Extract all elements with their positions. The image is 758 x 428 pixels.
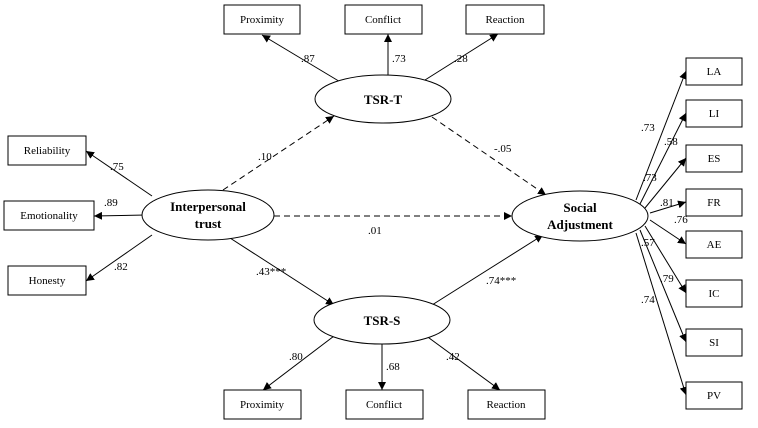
indicator-emotionality: Emotionality [3,200,95,231]
indicator-tsr-s-reaction: Reaction [467,389,546,420]
indicator-label: Emotionality [20,210,78,222]
arrow-social-ae [649,219,687,245]
indicator-label: Conflict [365,14,401,26]
arrow-trust-reliability [85,150,153,197]
indicator-pv: PV [685,381,743,410]
latent-interpersonal-trust: Interpersonal trust [141,189,275,241]
loading-honesty: .82 [114,261,128,273]
indicator-label: Honesty [29,275,66,287]
indicator-li: LI [685,99,743,128]
indicator-honesty: Honesty [7,265,87,296]
loading-li: .58 [664,136,678,148]
loading-ae: .76 [674,214,688,226]
indicator-es: ES [685,144,743,173]
indicator-la: LA [685,57,743,86]
indicator-label: FR [707,197,721,209]
indicator-tsr-t-conflict: Conflict [344,4,423,35]
indicator-tsr-t-reaction: Reaction [465,4,545,35]
indicator-ic: IC [685,279,743,308]
arrow-social-li [639,112,687,205]
indicator-label: IC [709,288,720,300]
path-trust-tsr-t [222,115,335,191]
path-tsr-t-social [431,116,547,196]
indicator-tsr-s-proximity: Proximity [223,389,302,420]
latent-trust-label-2: trust [195,216,222,231]
arrow-trust-honesty [85,234,153,282]
loading-tsr-s-proximity: .80 [289,351,303,363]
indicator-tsr-t-proximity: Proximity [223,4,301,35]
indicator-label: PV [707,390,721,402]
indicator-label: Reliability [24,145,71,157]
arrow-social-pv [635,232,688,396]
coef-trust-tsr-s: .43*** [256,266,286,278]
loading-reliability: .75 [110,161,124,173]
latent-social-adjustment: Social Adjustment [511,190,649,242]
latent-social-label-1: Social [563,200,597,215]
loading-tsr-t-conflict: .73 [392,53,406,65]
indicator-label: AE [707,239,722,251]
loading-tsr-s-conflict: .68 [386,361,400,373]
arrow-tsr-s-reaction [424,334,501,391]
coef-trust-social: .01 [368,225,382,237]
coef-tsr-t-social: -.05 [494,143,512,155]
loading-es: .73 [643,172,657,184]
arrow-social-fr [649,200,687,214]
indicator-label: LI [709,108,720,120]
arrow-social-si [639,229,687,343]
arrow-social-ic [644,225,687,294]
arrow-social-es [644,157,687,209]
latent-tsr-t-label: TSR-T [364,92,403,107]
path-trust-tsr-s [229,237,335,306]
indicator-label: SI [709,337,719,349]
arrow-tsr-t-proximity [261,34,343,84]
arrow-tsr-s-proximity [262,332,339,391]
latent-tsr-s: TSR-S [313,295,451,345]
indicator-label: Reaction [486,399,526,411]
indicator-label: Conflict [366,399,402,411]
latent-trust-label-1: Interpersonal [170,199,246,214]
coef-trust-tsr-t: .10 [258,151,272,163]
indicator-ae: AE [685,230,743,259]
latent-social-label-2: Adjustment [547,217,613,232]
arrow-trust-emotionality [93,211,147,220]
indicator-label: Proximity [240,399,285,411]
arrow-social-la [635,70,687,201]
loading-tsr-t-reaction: .28 [454,53,468,65]
latent-tsr-s-label: TSR-S [364,313,401,328]
indicator-label: Proximity [240,14,285,26]
loading-si: .79 [660,273,674,285]
arrow-tsr-t-reaction [424,33,499,81]
indicator-label: ES [708,153,721,165]
loading-ic: .57 [641,237,655,249]
loading-tsr-t-proximity: .87 [301,53,315,65]
indicator-label: LA [707,66,722,78]
loading-fr: .81 [660,197,674,209]
loading-tsr-s-reaction: .42 [446,351,460,363]
loading-pv: .74 [641,294,655,306]
coef-tsr-s-social: .74*** [486,275,516,287]
path-tsr-s-social [431,234,544,306]
indicator-label: Reaction [485,14,525,26]
latent-tsr-t: TSR-T [314,74,452,124]
loading-la: .73 [641,122,655,134]
indicator-tsr-s-conflict: Conflict [345,389,424,420]
loading-emotionality: .89 [104,197,118,209]
indicator-fr: FR [685,188,743,217]
indicator-si: SI [685,328,743,357]
indicator-reliability: Reliability [7,135,87,166]
